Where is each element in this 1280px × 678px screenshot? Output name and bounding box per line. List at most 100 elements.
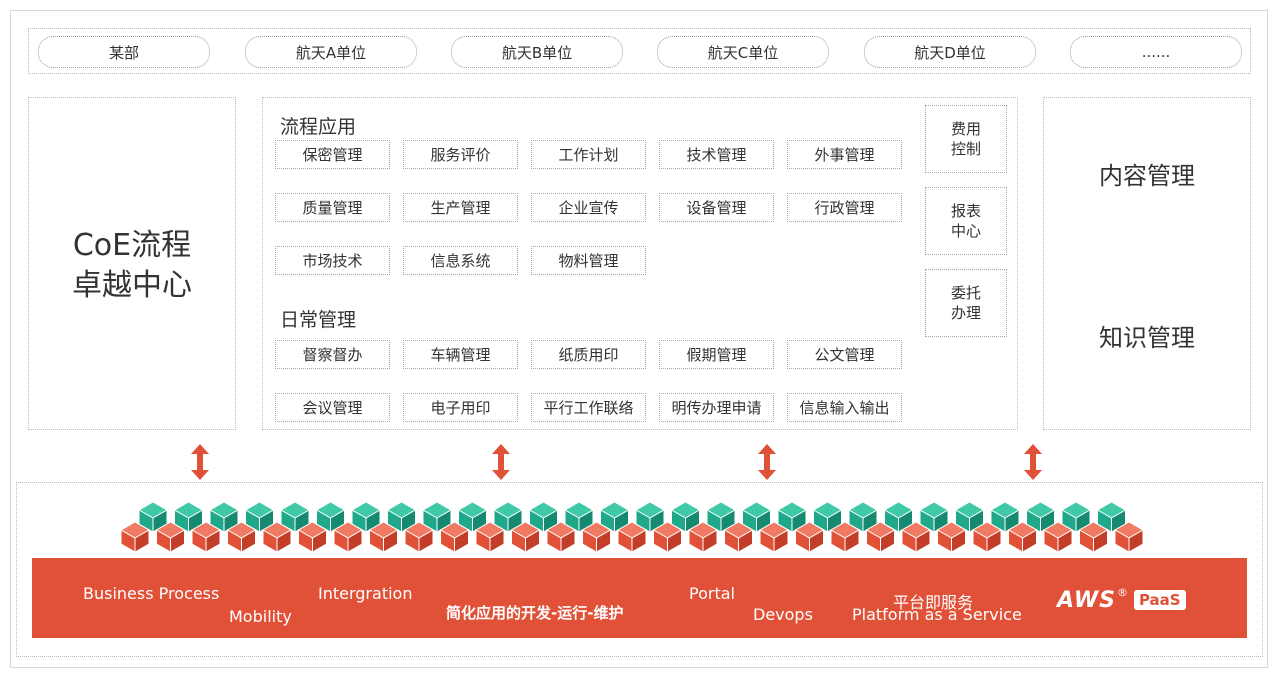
cube-block xyxy=(687,521,719,553)
app-cell: 工作计划 xyxy=(531,140,646,169)
app-cell: 公文管理 xyxy=(787,340,902,369)
cube-block xyxy=(971,521,1003,553)
cube-block xyxy=(1060,501,1092,533)
cube-block xyxy=(297,521,328,553)
app-cell: 督察督办 xyxy=(275,340,390,369)
cube-block xyxy=(563,501,595,533)
app-cell: 电子用印 xyxy=(403,393,518,422)
app-cell: 平行工作联络 xyxy=(531,393,646,422)
double-arrow-icon xyxy=(758,444,776,480)
app-cell: 技术管理 xyxy=(659,140,774,169)
cube-block xyxy=(386,501,417,533)
cube-block xyxy=(758,521,790,553)
cube-block xyxy=(652,521,683,553)
cube-block xyxy=(741,501,772,533)
label-devops: Devops xyxy=(753,605,813,624)
unit-pill: 航天C单位 xyxy=(657,36,829,68)
cube-block xyxy=(616,521,648,553)
cube-block xyxy=(315,501,346,533)
label-mobility: Mobility xyxy=(229,607,292,626)
cube-block xyxy=(1096,501,1127,533)
cube-block xyxy=(137,501,169,533)
process-apps-title: 流程应用 xyxy=(280,116,357,138)
cube-block xyxy=(403,521,435,553)
cube-block xyxy=(865,521,896,553)
cube-block xyxy=(954,501,985,533)
unit-pill: 航天D单位 xyxy=(864,36,1036,68)
cube-block xyxy=(244,501,275,533)
aws-logo: AWS ® PaaS xyxy=(1057,586,1186,614)
cube-block xyxy=(1042,521,1074,553)
unit-pill: 航天A单位 xyxy=(245,36,417,68)
coe-line-2: 卓越中心 xyxy=(72,268,192,303)
content-mgmt-label: 内容管理 xyxy=(1099,162,1195,190)
cube-block xyxy=(829,521,861,553)
cube-block xyxy=(705,501,737,533)
cube-block xyxy=(368,521,399,553)
cube-block xyxy=(918,501,950,533)
app-cell: 明传办理申请 xyxy=(659,393,774,422)
side-box-report: 报表 中心 xyxy=(925,187,1007,255)
diagram-frame xyxy=(10,10,1268,668)
double-arrow-icon xyxy=(191,444,209,480)
label-integration: Intergration xyxy=(318,584,413,603)
aws-wordmark: AWS xyxy=(1057,587,1116,613)
cube-block xyxy=(936,521,967,553)
cube-block xyxy=(421,501,453,533)
unit-pill: ...... xyxy=(1070,36,1242,68)
side-box-delegate: 委托 办理 xyxy=(925,269,1007,337)
side-box-expense: 费用 控制 xyxy=(925,105,1007,173)
app-cell: 假期管理 xyxy=(659,340,774,369)
platform-slogan: 简化应用的开发-运行-维护 xyxy=(446,604,624,622)
cube-block xyxy=(492,501,524,533)
cube-block xyxy=(457,501,488,533)
cube-block xyxy=(350,501,382,533)
knowledge-mgmt-label: 知识管理 xyxy=(1099,324,1195,352)
label-paas-cn: 平台即服务 xyxy=(893,593,974,612)
cube-block xyxy=(883,501,914,533)
paas-tag: PaaS xyxy=(1133,590,1186,610)
cube-block xyxy=(776,501,808,533)
app-cell: 设备管理 xyxy=(659,193,774,222)
app-cell: 信息系统 xyxy=(403,246,518,275)
cube-block xyxy=(1113,521,1145,553)
units-row xyxy=(28,28,1251,74)
double-arrow-icon xyxy=(492,444,510,480)
cube-block xyxy=(173,501,204,533)
unit-pill: 某部 xyxy=(38,36,210,68)
app-cell: 信息输入输出 xyxy=(787,393,902,422)
cube-block xyxy=(545,521,577,553)
cube-block xyxy=(723,521,754,553)
cube-block xyxy=(581,521,612,553)
cube-block xyxy=(439,521,470,553)
cube-block xyxy=(634,501,666,533)
unit-pill: 航天B单位 xyxy=(451,36,623,68)
app-cell: 企业宣传 xyxy=(531,193,646,222)
coe-line-1: CoE流程 xyxy=(72,228,192,263)
cube-block xyxy=(119,521,151,553)
cube-block xyxy=(226,521,257,553)
cube-block xyxy=(794,521,825,553)
cube-block xyxy=(155,521,186,553)
registered-mark: ® xyxy=(1116,586,1128,599)
platform-band xyxy=(32,558,1247,638)
cube-block xyxy=(510,521,541,553)
cube-block xyxy=(900,521,932,553)
app-cell: 服务评价 xyxy=(403,140,518,169)
cube-block xyxy=(261,521,293,553)
app-cell: 行政管理 xyxy=(787,193,902,222)
app-cell: 会议管理 xyxy=(275,393,390,422)
cube-block xyxy=(670,501,701,533)
cube-block xyxy=(989,501,1021,533)
app-cell: 外事管理 xyxy=(787,140,902,169)
app-cell: 生产管理 xyxy=(403,193,518,222)
cube-block xyxy=(1007,521,1038,553)
cube-stack xyxy=(119,501,1145,553)
app-cell: 车辆管理 xyxy=(403,340,518,369)
cube-block xyxy=(474,521,506,553)
content-panel: 内容管理 知识管理 xyxy=(1043,97,1251,430)
platform-area xyxy=(16,482,1263,657)
app-cell: 纸质用印 xyxy=(531,340,646,369)
cube-block xyxy=(332,521,364,553)
label-portal: Portal xyxy=(689,584,735,603)
